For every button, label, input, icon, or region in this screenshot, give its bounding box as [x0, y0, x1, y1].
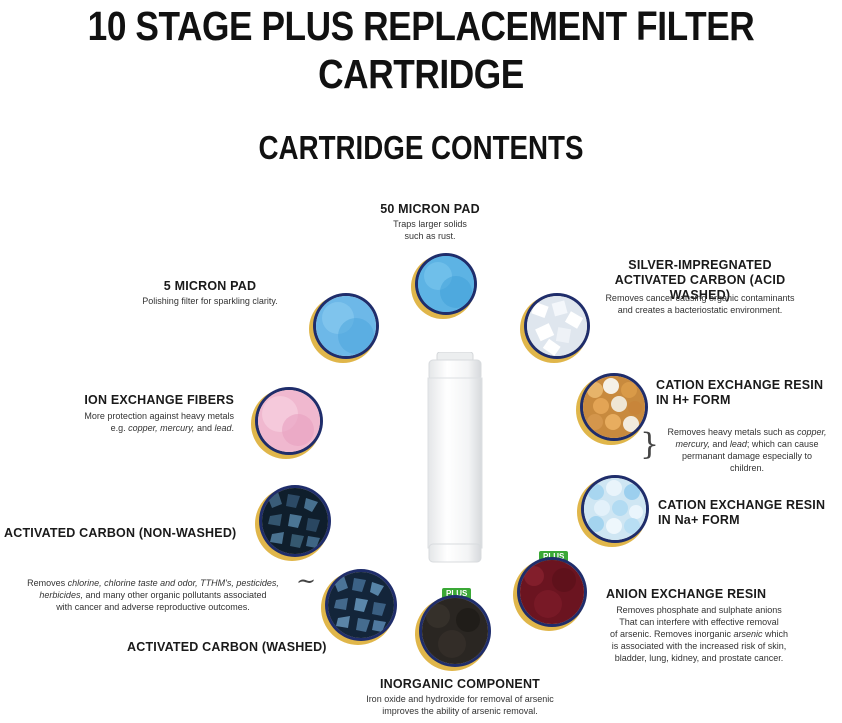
section-title: CARTRIDGE CONTENTS: [258, 129, 584, 166]
desc-cation-resin: Removes heavy metals such as copper, mer…: [667, 427, 827, 473]
page-title: 10 STAGE PLUS REPLACEMENT FILTER CARTRID…: [87, 3, 755, 97]
tilde-connector-icon: ~: [296, 567, 317, 595]
heading-carbon-nonwashed: ACTIVATED CARBON (NON-WASHED): [4, 526, 237, 540]
cation-na-resin-image: [584, 478, 646, 540]
desc-ion-fibers: More protection against heavy metals e.g…: [84, 411, 234, 433]
brace-icon: }: [640, 427, 660, 462]
inorganic-component-image: [422, 598, 488, 664]
plus-badge: PLUS: [442, 588, 472, 600]
cartridge-icon: [425, 351, 485, 567]
heading-50-micron: 50 MICRON PAD: [380, 202, 480, 216]
desc-silver-carbon: Removes cancer causing organic contamina…: [605, 293, 795, 315]
heading-carbon-washed: ACTIVATED CARBON (WASHED): [127, 640, 327, 654]
micron-5-pad-image: [316, 296, 376, 356]
anion-resin-image: [520, 560, 584, 624]
heading-5-micron: 5 MICRON PAD: [163, 279, 257, 293]
silver-carbon-image: [527, 296, 587, 356]
carbon-nonwashed-image: [262, 488, 328, 554]
heading-anion-resin: ANION EXCHANGE RESIN: [606, 587, 767, 601]
desc-inorganic: Iron oxide and hydroxide for removal of …: [366, 694, 554, 716]
carbon-washed-image: [328, 572, 394, 638]
cation-h-resin-image: [583, 376, 645, 438]
micron-50-pad-image: [418, 256, 474, 312]
ion-fibers-image: [258, 390, 320, 452]
heading-inorganic: INORGANIC COMPONENT: [379, 677, 541, 691]
heading-ion-fibers: ION EXCHANGE FIBERS: [84, 393, 234, 407]
desc-activated-carbon: Removes chlorine, chlorine taste and odo…: [27, 578, 279, 612]
desc-5-micron: Polishing filter for sparkling clarity.: [142, 296, 278, 306]
desc-anion-resin: Removes phosphate and sulphate anions Th…: [609, 605, 789, 663]
